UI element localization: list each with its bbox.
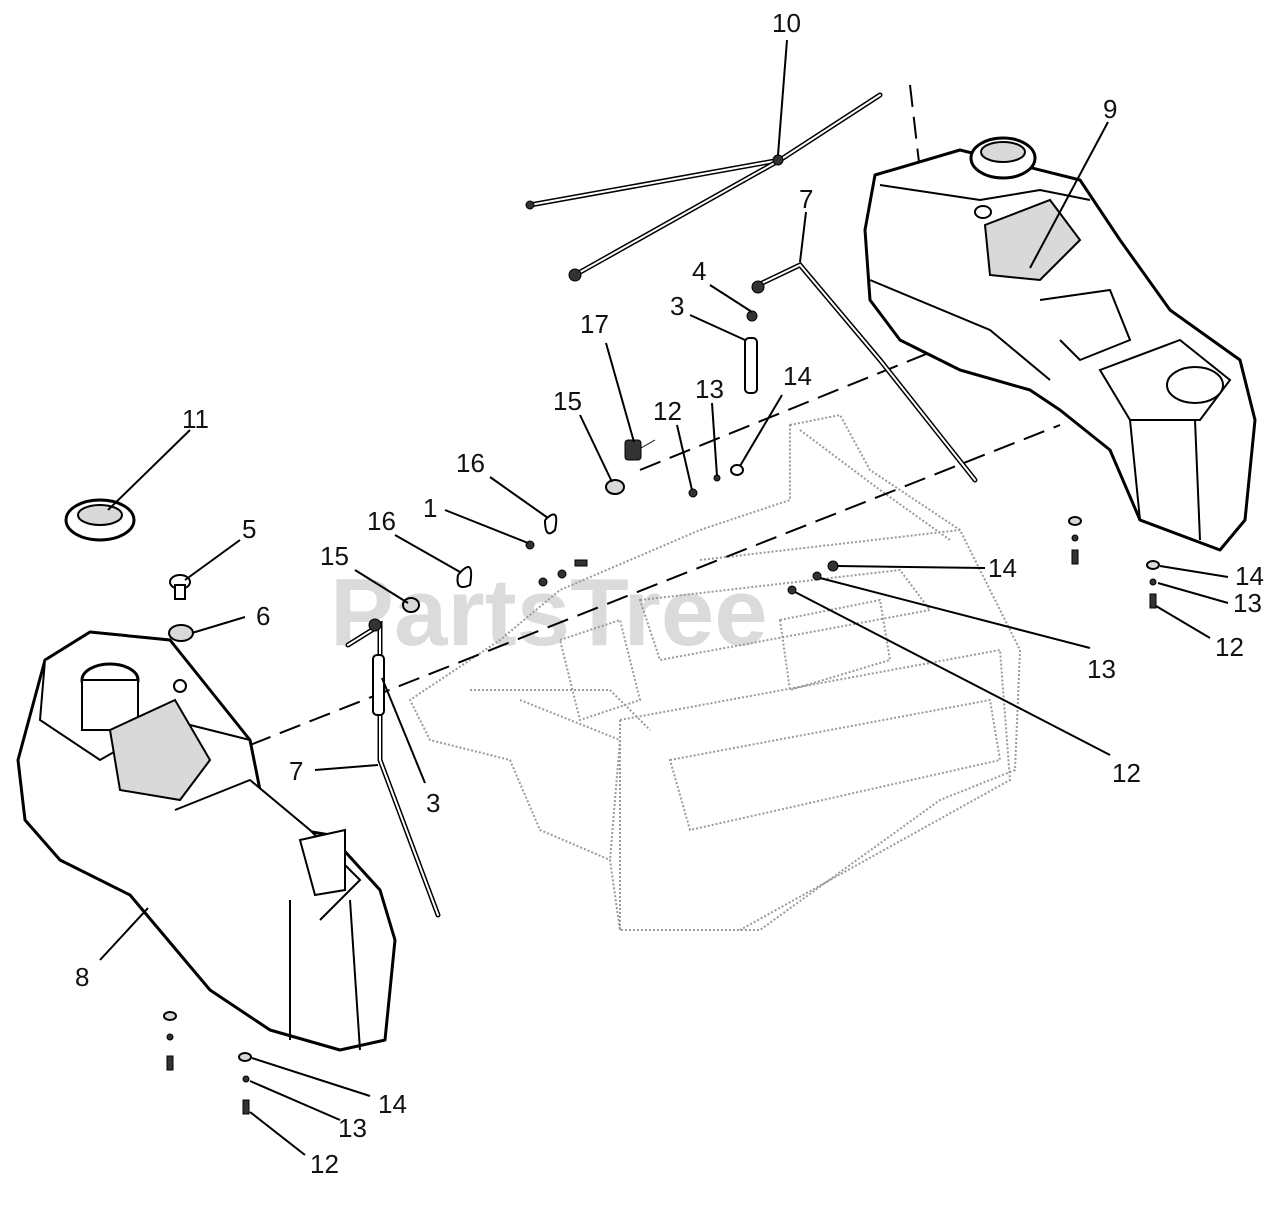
- hardware-row-center: [538, 559, 588, 587]
- callout-12-bottom: 12: [310, 1149, 339, 1179]
- hardware-stack-frame-right: [787, 560, 839, 595]
- callout-12-mid: 12: [653, 396, 682, 426]
- callout-5: 5: [242, 514, 256, 544]
- callout-15-mid: 15: [553, 386, 582, 416]
- part-5-fitting: [169, 574, 191, 600]
- hardware-stack-right-tank: [1068, 516, 1082, 565]
- callout-15-left: 15: [320, 541, 349, 571]
- mower-frame: [408, 413, 1022, 931]
- callout-13-frame-right: 13: [1087, 654, 1116, 684]
- shutoff-valve: [624, 439, 656, 461]
- callout-8: 8: [75, 962, 89, 992]
- hardware-stack-far-right: [1146, 560, 1160, 609]
- part-3-hose-left: [372, 654, 385, 716]
- callout-17: 17: [580, 309, 609, 339]
- callout-16-lower: 16: [367, 506, 396, 536]
- callout-13-far-right: 13: [1233, 588, 1262, 618]
- callout-12-far-right: 12: [1215, 632, 1244, 662]
- callout-13-mid: 13: [695, 374, 724, 404]
- callout-6: 6: [256, 601, 270, 631]
- clamp-upper: [544, 513, 558, 535]
- leader-lines: [99, 39, 1229, 1156]
- part-4-fitting: [746, 310, 758, 322]
- callout-14-mid: 14: [783, 361, 812, 391]
- fuel-tank-left: [16, 630, 397, 1052]
- grommet-mid: [605, 479, 625, 495]
- hardware-stack-left-tank: [163, 1011, 177, 1071]
- callout-3-left: 3: [426, 788, 440, 818]
- callout-13-bottom: 13: [338, 1113, 367, 1143]
- part-3-hose-top: [744, 337, 758, 394]
- callout-12-frame-right: 12: [1112, 758, 1141, 788]
- clamp-lower: [456, 566, 473, 588]
- watermark: PartsTree: [330, 559, 768, 666]
- hardware-stack-bottom: [238, 1052, 252, 1115]
- callout-9: 9: [1103, 94, 1117, 124]
- fuel-line-right: [751, 261, 978, 483]
- callout-10: 10: [772, 8, 801, 38]
- callout-1: 1: [423, 493, 437, 523]
- callout-14-frame-right: 14: [988, 553, 1017, 583]
- callout-7-top: 7: [799, 184, 813, 214]
- callout-14-far-right: 14: [1235, 561, 1264, 591]
- vent-tube-assembly: [525, 92, 883, 282]
- callout-7-left: 7: [289, 756, 303, 786]
- callout-3-top: 3: [670, 291, 684, 321]
- grommet-left: [402, 597, 420, 613]
- callout-11: 11: [182, 404, 209, 434]
- callout-14-bottom: 14: [378, 1089, 407, 1119]
- callout-labels: 10 9 7 4 3 17 15 12 13 14 16 1 16 15 11 …: [75, 8, 1264, 1179]
- part-6-grommet: [168, 624, 194, 642]
- fuel-tank-right: [863, 136, 1257, 552]
- fuel-cap: [64, 498, 136, 542]
- callout-16-upper: 16: [456, 448, 485, 478]
- callout-4: 4: [692, 256, 706, 286]
